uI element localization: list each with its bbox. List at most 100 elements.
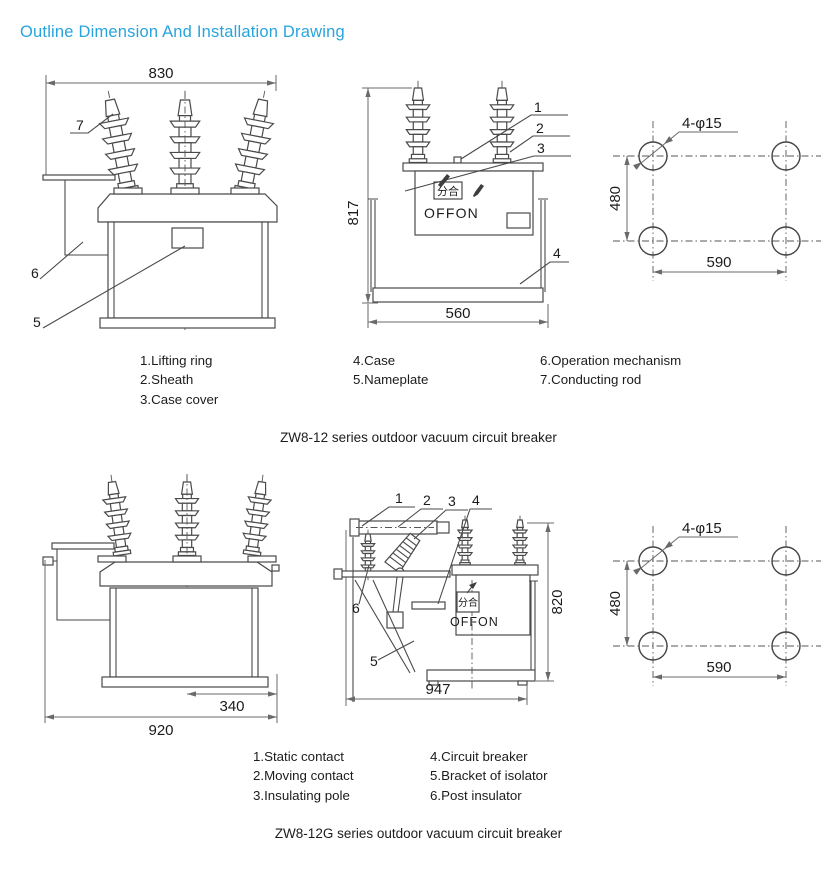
dim-text-947: 947 bbox=[425, 681, 450, 698]
callout-1: 1 bbox=[395, 490, 403, 506]
zw8-12g-side-view-drawing: 分合 OFFON 820 947 1 2 3 4 bbox=[333, 490, 566, 706]
legend-item: 2.Sheath bbox=[140, 372, 194, 388]
dim-text-590: 590 bbox=[706, 254, 731, 271]
callout-3: 3 bbox=[448, 493, 456, 509]
case-body bbox=[97, 187, 278, 329]
isolator-bracket bbox=[352, 537, 446, 702]
breaker-body bbox=[426, 515, 539, 690]
caption-zw8-12: ZW8-12 series outdoor vacuum circuit bre… bbox=[280, 430, 557, 445]
legend-column-1: 1.Lifting ring 2.Sheath 3.Case cover bbox=[140, 351, 218, 409]
offon-text: OFFON bbox=[424, 205, 479, 221]
callout-6: 6 bbox=[352, 600, 360, 616]
legend-column-2: 4.Circuit breaker 5.Bracket of isolator … bbox=[430, 747, 548, 805]
dim-920: 920 bbox=[44, 560, 277, 738]
pen-icon bbox=[438, 174, 450, 188]
callout-7: 7 bbox=[76, 117, 84, 133]
dim-text-820: 820 bbox=[549, 589, 566, 614]
dim-text-560: 560 bbox=[445, 305, 470, 322]
mounting-hole bbox=[638, 546, 668, 576]
legend-column-3: 6.Operation mechanism 7.Conducting rod bbox=[540, 351, 681, 390]
mounting-hole bbox=[638, 141, 668, 171]
dim-text-830: 830 bbox=[148, 65, 173, 82]
dim-820: 820 bbox=[527, 522, 566, 682]
callout-3: 3 bbox=[537, 140, 545, 156]
dim-560: 560 bbox=[367, 304, 549, 328]
dim-590: 590 bbox=[653, 254, 786, 275]
case-body bbox=[97, 555, 280, 688]
arrow-icon bbox=[469, 582, 477, 589]
operating-rod bbox=[333, 567, 451, 629]
legend-item: 3.Case cover bbox=[140, 391, 219, 407]
zw8-12-side-view-drawing: 817 分合 OFFON 560 1 bbox=[345, 80, 571, 328]
hole-spec-text: 4-φ15 bbox=[682, 115, 722, 132]
callout-4: 4 bbox=[472, 492, 480, 508]
switch-indicator-text: 分合 bbox=[437, 184, 459, 198]
dim-text-480: 480 bbox=[607, 591, 624, 616]
bushings bbox=[93, 87, 280, 205]
legend-item: 2.Moving contact bbox=[253, 768, 354, 784]
legend-column-2: 4.Case 5.Nameplate bbox=[353, 351, 428, 390]
mounting-hole bbox=[638, 631, 668, 661]
lifting-ring bbox=[453, 156, 462, 164]
mechanism-arm bbox=[42, 174, 116, 256]
zw8-12-front-view-drawing: 830 7 6 5 bbox=[31, 65, 280, 330]
callout-1: 1 bbox=[534, 99, 542, 115]
hole-callout: 4-φ15 bbox=[633, 115, 738, 170]
control-panel: 分合 OFFON bbox=[450, 582, 499, 629]
legend-item: 1.Static contact bbox=[253, 749, 344, 764]
callout-5: 5 bbox=[370, 653, 378, 669]
legend-item: 5.Bracket of isolator bbox=[430, 768, 548, 784]
mechanism-arm bbox=[42, 542, 115, 621]
callouts: 1 2 3 4 bbox=[404, 99, 571, 285]
legend-item: 3.Insulating pole bbox=[253, 787, 350, 803]
dim-590: 590 bbox=[653, 659, 786, 680]
zw8-12-mounting-pattern-drawing: 4-φ15 480 590 bbox=[607, 115, 821, 281]
insulating-pole bbox=[384, 530, 423, 574]
legend-item: 6.Operation mechanism bbox=[540, 353, 682, 368]
mounting-hole bbox=[771, 631, 801, 661]
dim-340: 340 bbox=[187, 674, 278, 723]
legend-item: 7.Conducting rod bbox=[540, 372, 642, 388]
nameplate bbox=[171, 227, 204, 249]
dim-text-340: 340 bbox=[219, 698, 244, 715]
dim-text-920: 920 bbox=[148, 722, 173, 738]
legend-item: 4.Circuit breaker bbox=[430, 749, 528, 764]
legend-column-1: 1.Static contact 2.Moving contact 3.Insu… bbox=[253, 747, 354, 805]
dim-830: 830 bbox=[45, 65, 277, 175]
legend-zw8-12: 1.Lifting ring 2.Sheath 3.Case cover 4.C… bbox=[140, 351, 740, 411]
dim-text-480: 480 bbox=[607, 186, 624, 211]
callouts: 7 6 5 bbox=[31, 113, 186, 330]
hole-callout: 4-φ15 bbox=[633, 520, 738, 575]
mounting-hole bbox=[638, 226, 668, 256]
zw8-12g-mounting-pattern-drawing: 4-φ15 480 590 bbox=[607, 520, 821, 686]
pen-icon bbox=[473, 184, 484, 197]
callout-2: 2 bbox=[423, 492, 431, 508]
hole-spec-text: 4-φ15 bbox=[682, 520, 722, 537]
panel-window bbox=[506, 212, 531, 229]
dim-480: 480 bbox=[607, 561, 630, 646]
dim-817: 817 bbox=[345, 87, 412, 304]
dim-480: 480 bbox=[607, 156, 630, 241]
offon-text: OFFON bbox=[450, 615, 499, 629]
mounting-hole bbox=[771, 141, 801, 171]
callout-2: 2 bbox=[536, 120, 544, 136]
switch-indicator-text: 分合 bbox=[458, 596, 478, 609]
callout-6: 6 bbox=[31, 265, 39, 281]
dim-text-590: 590 bbox=[706, 659, 731, 676]
dim-947: 947 bbox=[346, 681, 528, 705]
legend-zw8-12g: 1.Static contact 2.Moving contact 3.Insu… bbox=[253, 747, 753, 807]
mounting-hole bbox=[771, 226, 801, 256]
legend-item: 6.Post insulator bbox=[430, 787, 522, 803]
legend-item: 5.Nameplate bbox=[353, 372, 429, 388]
mounting-hole bbox=[771, 546, 801, 576]
dim-text-817: 817 bbox=[345, 200, 362, 225]
callout-5: 5 bbox=[33, 314, 41, 330]
legend-item: 4.Case bbox=[353, 353, 396, 368]
caption-zw8-12g: ZW8-12G series outdoor vacuum circuit br… bbox=[274, 826, 563, 841]
callouts: 1 2 3 4 6 5 bbox=[352, 490, 492, 669]
page-title: Outline Dimension And Installation Drawi… bbox=[20, 23, 345, 41]
legend-item: 1.Lifting ring bbox=[140, 353, 213, 368]
isolator-blade bbox=[349, 518, 450, 537]
zw8-12g-front-view-drawing: 340 920 bbox=[42, 472, 280, 738]
